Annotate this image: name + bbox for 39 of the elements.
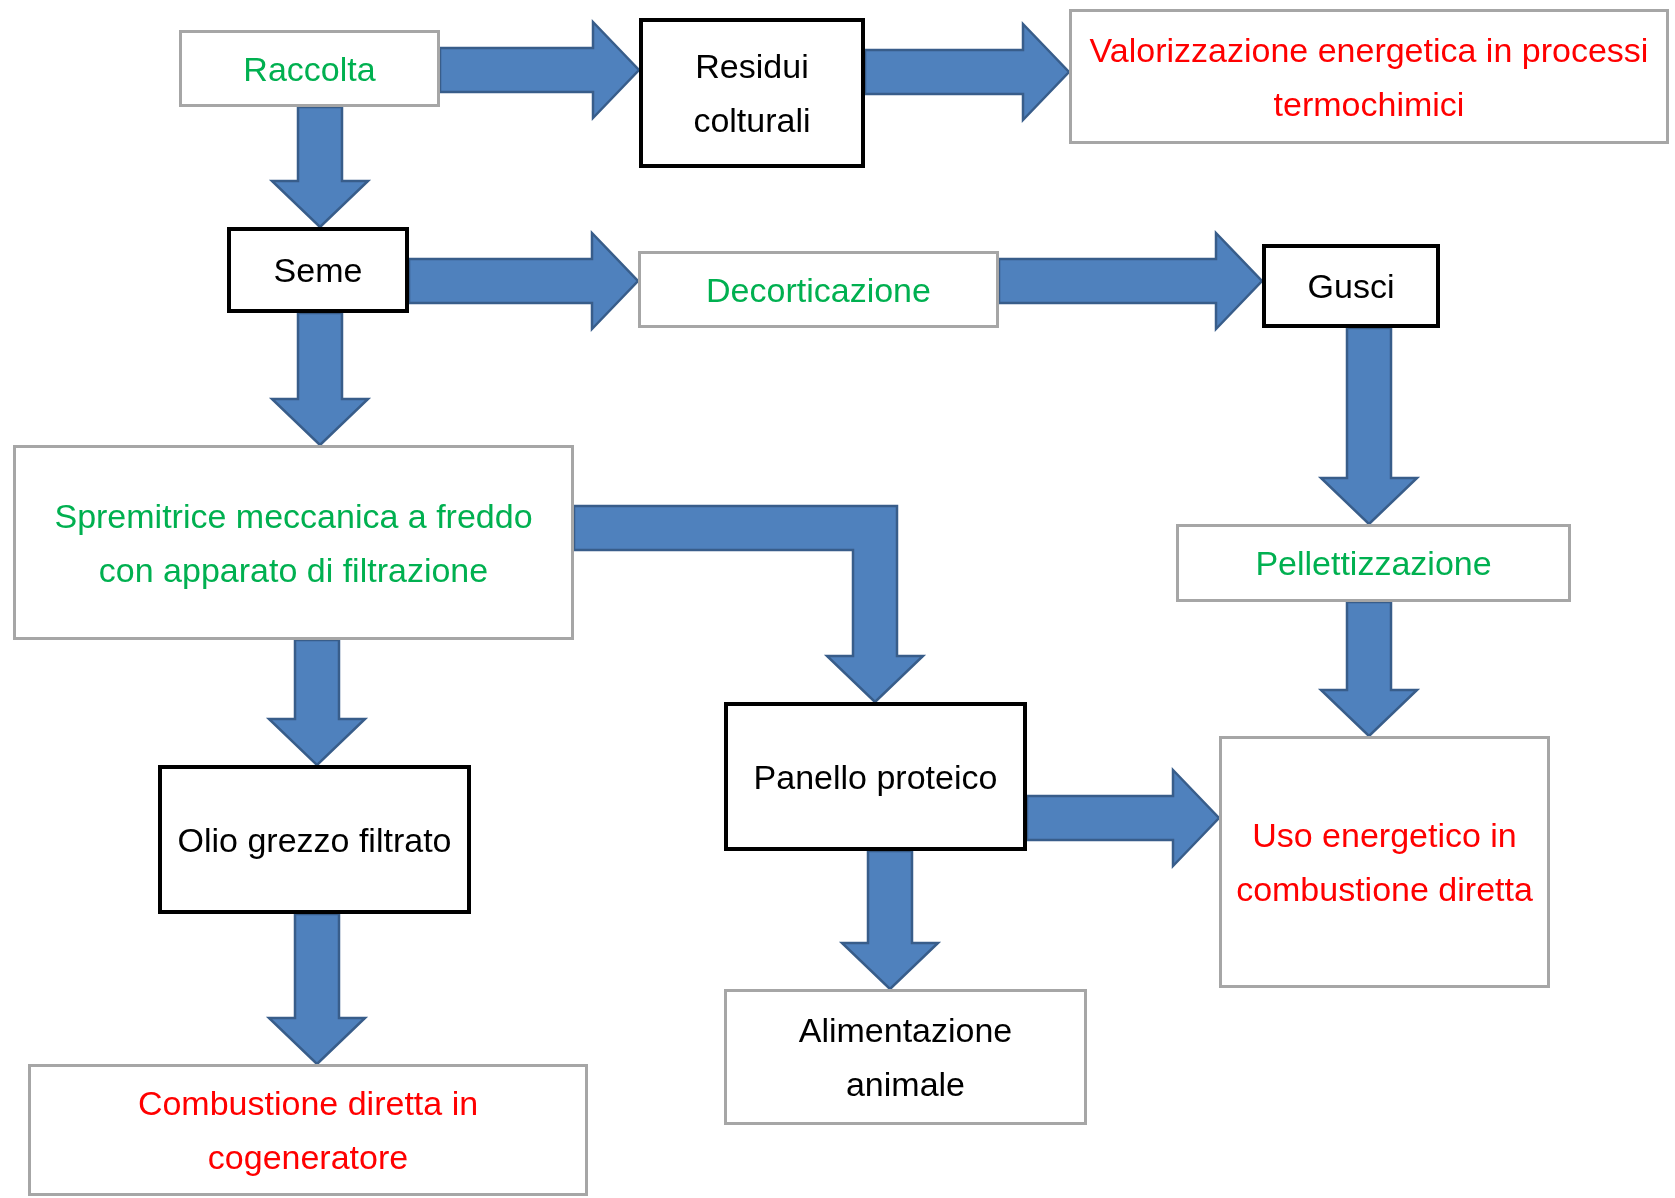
- process-box: [227, 227, 409, 313]
- block-arrow: [265, 912, 369, 1066]
- box-label: Pellettizzazione: [1255, 543, 1492, 584]
- box-label: Alimentazione animale: [797, 1010, 1014, 1105]
- block-arrow: [1317, 326, 1421, 526]
- box-label: Residui colturali: [692, 46, 812, 141]
- box-label: Raccolta: [243, 48, 376, 90]
- block-arrow: [268, 311, 372, 447]
- block-arrow: [838, 849, 942, 991]
- block-arrow: [268, 105, 372, 229]
- block-arrow: [997, 229, 1264, 333]
- box-label: Spremitrice meccanica a freddo con apparato di filtrazione: [53, 495, 534, 591]
- process-box: [1176, 524, 1571, 602]
- box-label: Combustione diretta in cogeneratore: [136, 1083, 480, 1178]
- process-box: [158, 765, 471, 914]
- box-label: Olio grezzo filtrato: [177, 819, 452, 861]
- block-arrow: [407, 229, 640, 333]
- block-arrow: [1025, 766, 1221, 870]
- process-box: [179, 30, 440, 107]
- process-box: [28, 1064, 588, 1196]
- box-label: Seme: [273, 250, 363, 291]
- box-label: Valorizzazione energetica in processi termochimici: [1088, 29, 1650, 125]
- process-box: [1069, 9, 1669, 144]
- box-label: Gusci: [1307, 266, 1395, 307]
- process-box: [13, 445, 574, 640]
- block-arrow: [572, 504, 927, 704]
- box-label: Panello proteico: [753, 756, 998, 798]
- process-box: [724, 989, 1087, 1125]
- block-arrow: [1317, 600, 1421, 738]
- block-arrow: [863, 20, 1071, 124]
- process-box: [638, 251, 999, 328]
- block-arrow: [265, 638, 369, 767]
- process-box: [724, 702, 1027, 851]
- block-arrow: [438, 18, 641, 122]
- box-label: Uso energetico in combustione diretta: [1235, 815, 1534, 910]
- box-label: Decorticazione: [706, 269, 931, 311]
- process-box: [639, 18, 865, 168]
- process-box: [1219, 736, 1550, 988]
- process-box: [1262, 244, 1440, 328]
